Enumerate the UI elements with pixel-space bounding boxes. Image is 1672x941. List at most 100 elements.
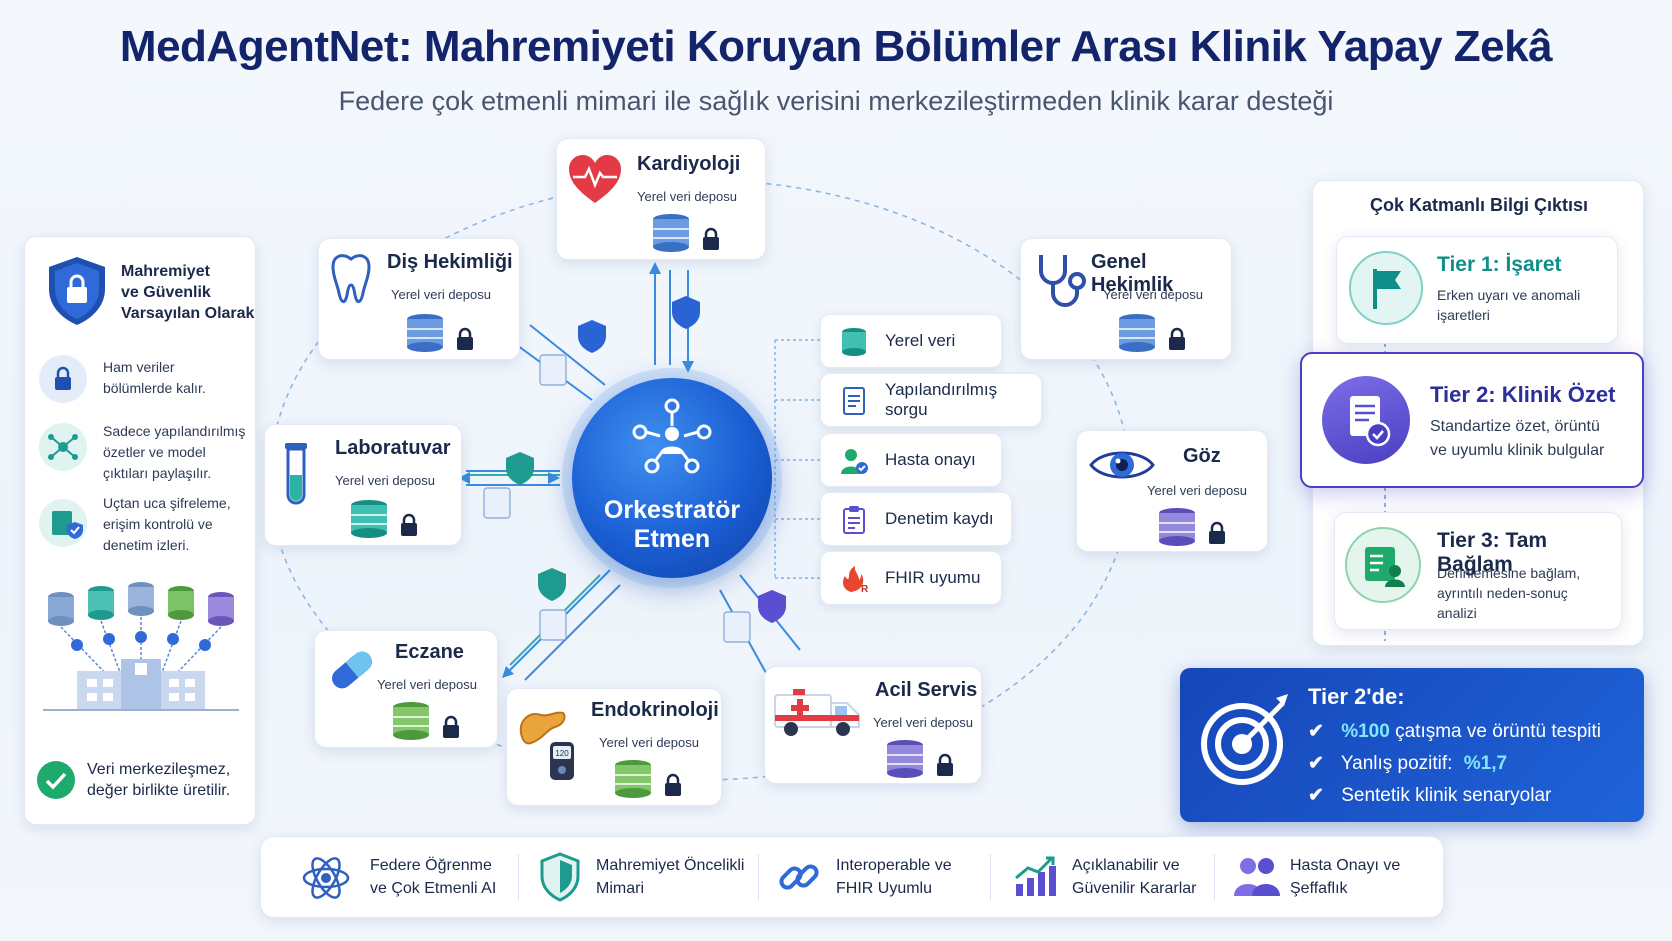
footer-divider [518, 854, 519, 900]
dept-eye[interactable]: Göz Yerel veri deposu [1076, 430, 1268, 552]
database-icon [887, 740, 923, 778]
people-icon [1234, 858, 1280, 896]
results-title: Tier 2'de: [1308, 684, 1405, 709]
dept-cardiology-name: Kardiyoloji [637, 153, 741, 175]
tooth-icon [331, 254, 371, 303]
footer-item-2-line2: Mimari [596, 880, 644, 897]
chip-structured-query-label: Yapılandırılmış sorgu [885, 380, 998, 419]
privacy-title-3: Varsayılan Olarak [121, 305, 255, 322]
flag-icon [1349, 251, 1423, 325]
dept-dentistry[interactable]: Diş Hekimliği Yerel veri deposu [318, 238, 520, 360]
clinical-summary-icon [1322, 376, 1410, 464]
tier-2-card[interactable]: Tier 2: Klinik Özet Standartize özet, ör… [1300, 352, 1644, 488]
database-icon [1119, 314, 1155, 352]
privacy-title-1: Mahremiyet [121, 263, 210, 280]
hospital-databases-illustration [43, 582, 239, 711]
lock-icon [457, 327, 473, 350]
chip-patient-consent-label: Hasta onayı [885, 450, 976, 469]
orchestrator-label-2: Etmen [633, 525, 711, 553]
database-icon [351, 500, 387, 538]
dept-endocrine-store: Yerel veri deposu [599, 735, 699, 750]
results-line-1: ✔ %100 çatışma ve örüntü tespiti [1308, 720, 1601, 743]
tier-3-card[interactable]: Tier 3: Tam Bağlam Derinlemesine bağlam,… [1334, 512, 1622, 630]
chip-fhir: R FHIR uyumu [820, 551, 1002, 605]
shield-lock-icon [49, 257, 105, 325]
ambulance-icon [774, 689, 860, 736]
check-icon: ✔ [1308, 721, 1324, 742]
privacy-item-2-line3: çıktıları paylaşılır. [103, 465, 212, 481]
dept-endocrine[interactable]: 120 Endokrinoloji Yerel veri deposu [506, 688, 722, 806]
lock-icon [1169, 327, 1185, 350]
lock-icon [1209, 521, 1225, 544]
privacy-item-3-line2: erişim kontrolü ve [103, 516, 213, 532]
dept-eye-name: Göz [1183, 445, 1221, 467]
check-icon: ✔ [1308, 785, 1324, 806]
footer-item-5-line2: Şeffaflık [1290, 880, 1348, 897]
lock-icon [937, 753, 953, 776]
clipboard-icon [843, 506, 865, 534]
footer-item-4-line1: Açıklanabilir ve [1072, 857, 1180, 874]
shield-icon [540, 852, 580, 902]
database-icon [842, 328, 866, 356]
dept-emergency[interactable]: Acil Servis Yerel veri deposu [764, 666, 982, 784]
page-title: MedAgentNet: Mahremiyeti Koruyan Bölümle… [119, 22, 1553, 71]
results-box: Tier 2'de: ✔ %100 çatışma ve örüntü tesp… [1180, 668, 1644, 822]
atom-icon [302, 857, 350, 899]
footer-item-4-line2: Güvenilir Kararlar [1072, 880, 1197, 897]
tier-1-card[interactable]: Tier 1: İşaret Erken uyarı ve anomali iş… [1336, 236, 1618, 344]
privacy-title-2: ve Güvenlik [121, 284, 211, 301]
tier-1-desc-2: işaretleri [1437, 307, 1490, 323]
target-icon [1201, 694, 1288, 785]
heart-icon [569, 155, 621, 203]
fhir-flame-icon: R [843, 566, 869, 594]
database-icon [615, 760, 651, 798]
pill-icon [332, 651, 372, 689]
results-line-3-text: Sentetik klinik senaryolar [1341, 785, 1552, 806]
lock-icon [703, 227, 719, 250]
dept-eye-store: Yerel veri deposu [1147, 483, 1247, 498]
check-circle-icon [37, 761, 75, 799]
footer-item-1-line2: ve Çok Etmenli AI [370, 880, 497, 897]
privacy-item-3-line1: Uçtan uca şifreleme, [103, 495, 231, 511]
privacy-item-3-line3: denetim izleri. [103, 537, 190, 553]
orchestrator-agent[interactable]: Orkestratör Etmen [572, 378, 772, 578]
footer-item-5-line1: Hasta Onayı ve [1290, 857, 1401, 874]
network-icon [39, 423, 87, 471]
document-icon [843, 387, 865, 415]
results-line-1-text: çatışma ve örüntü tespiti [1395, 721, 1602, 742]
footer-item-2-line1: Mahremiyet Öncelikli [596, 857, 745, 874]
results-line-2-value: %1,7 [1463, 753, 1508, 774]
chart-growth-icon [1015, 856, 1056, 896]
database-icon [653, 214, 689, 252]
dept-general-store: Yerel veri deposu [1103, 287, 1203, 302]
svg-text:R: R [861, 584, 869, 594]
patient-consent-icon [841, 449, 868, 474]
lock-icon [401, 513, 417, 536]
results-line-3: ✔ Sentetik klinik senaryolar [1308, 784, 1551, 807]
dept-cardiology[interactable]: Kardiyoloji Yerel veri deposu [556, 138, 766, 260]
dept-lab[interactable]: Laboratuvar Yerel veri deposu [264, 424, 462, 546]
dept-general[interactable]: Genel Hekimlik Yerel veri deposu [1020, 238, 1232, 360]
privacy-item-1-line1: Ham veriler [103, 359, 175, 375]
dept-cardiology-store: Yerel veri deposu [637, 189, 737, 204]
database-icon [1159, 508, 1195, 546]
orchestrator-label-1: Orkestratör [603, 496, 741, 524]
dept-pharmacy-store: Yerel veri deposu [377, 677, 477, 692]
privacy-item-1-line2: bölümlerde kalır. [103, 380, 206, 396]
lock-icon [39, 355, 87, 403]
dept-lab-store: Yerel veri deposu [335, 473, 435, 488]
footer-bar [260, 836, 1444, 918]
page-subtitle: Federe çok etmenli mimari ile sağlık ver… [338, 86, 1334, 116]
dept-dentistry-name: Diş Hekimliği [387, 251, 513, 273]
chip-structured-query: Yapılandırılmış sorgu [820, 373, 1042, 427]
tier-3-desc-2: ayrıntılı neden-sonuç [1437, 585, 1568, 601]
chip-fhir-label: FHIR uyumu [885, 568, 981, 587]
footer-divider [990, 854, 991, 900]
chip-audit-log: Denetim kaydı [820, 492, 1012, 546]
dept-pharmacy[interactable]: Eczane Yerel veri deposu [314, 630, 498, 748]
tier-1-desc-1: Erken uyarı ve anomali [1437, 287, 1581, 303]
tier-3-desc-3: analizi [1437, 605, 1477, 621]
shield-check-icon [39, 499, 87, 547]
privacy-panel: Mahremiyet ve Güvenlik Varsayılan Olarak… [24, 236, 256, 825]
tier-2-desc-2: ve uyumlu klinik bulgular [1430, 442, 1605, 459]
